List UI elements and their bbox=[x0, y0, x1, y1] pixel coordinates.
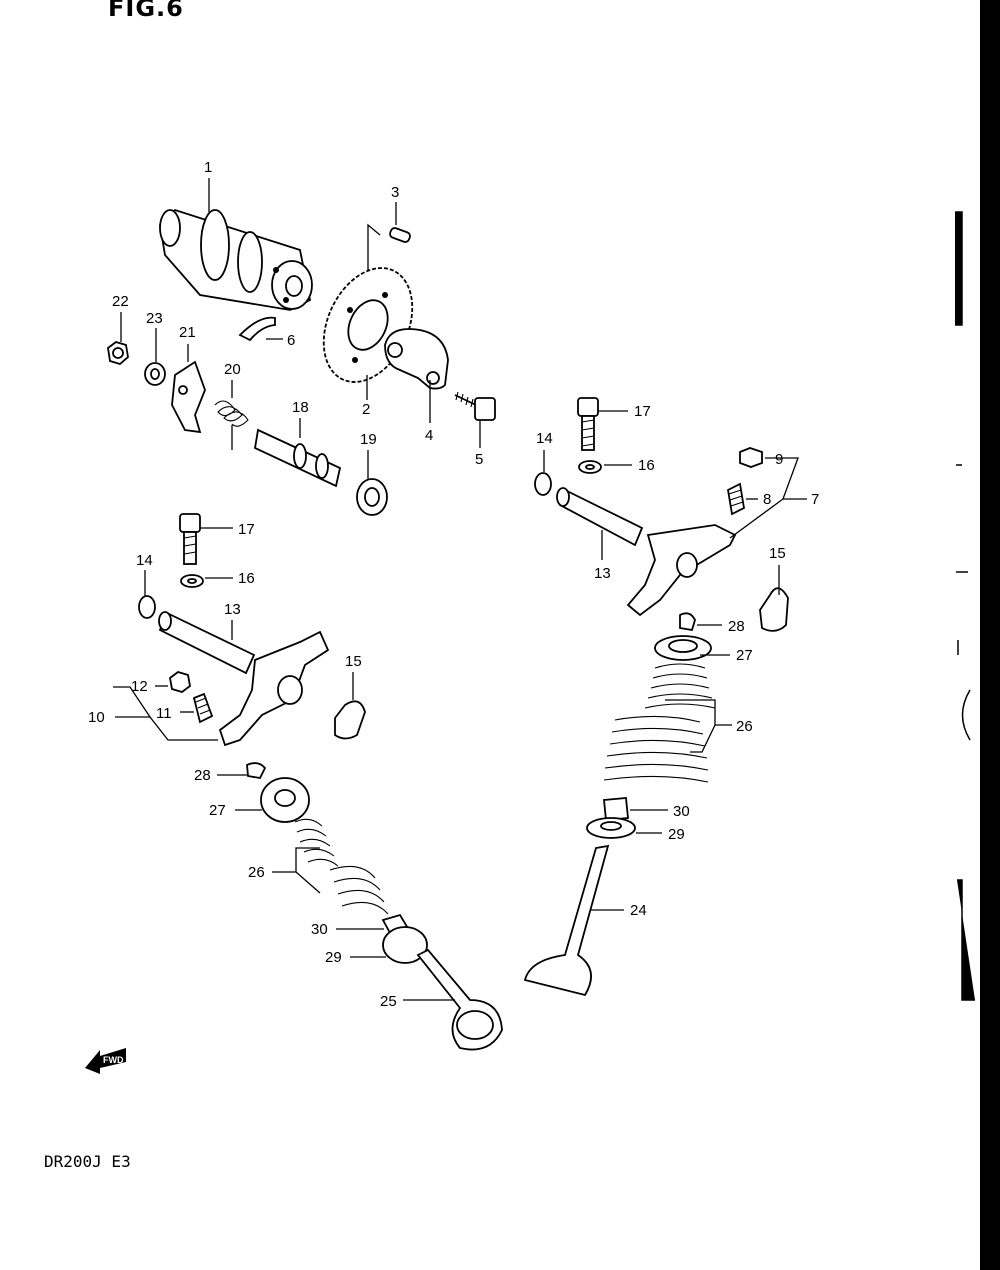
callout-3: 3 bbox=[391, 184, 399, 201]
callout-12: 12 bbox=[131, 678, 148, 695]
callout-18: 18 bbox=[292, 399, 309, 416]
washer-16-right-part bbox=[578, 460, 602, 474]
callout-26-right: 26 bbox=[736, 718, 753, 735]
callout-1: 1 bbox=[204, 159, 212, 176]
callout-7: 7 bbox=[811, 491, 819, 508]
callout-15-right: 15 bbox=[769, 545, 786, 562]
callout-27-left: 27 bbox=[209, 802, 226, 819]
rocker-arm-7-part bbox=[626, 524, 737, 617]
springs-26-right-part bbox=[603, 663, 716, 783]
callout-28-left: 28 bbox=[194, 767, 211, 784]
callout-23: 23 bbox=[146, 310, 163, 327]
callout-11: 11 bbox=[156, 705, 172, 722]
callout-10: 10 bbox=[88, 709, 105, 726]
callout-25: 25 bbox=[380, 993, 397, 1010]
retainer-27-right-part bbox=[654, 635, 712, 661]
cotter-28-right-part bbox=[679, 612, 696, 632]
callout-26-left: 26 bbox=[248, 864, 265, 881]
seat-29-right-part bbox=[586, 817, 636, 839]
scan-artifacts bbox=[955, 211, 975, 1001]
callout-22: 22 bbox=[112, 293, 129, 310]
retainer-27-left-part bbox=[260, 777, 310, 823]
callout-30-left: 30 bbox=[311, 921, 328, 938]
callout-24: 24 bbox=[630, 902, 647, 919]
callout-17-left: 17 bbox=[238, 521, 255, 538]
cam-retainer-part bbox=[238, 316, 276, 342]
decomp-shaft-part bbox=[254, 428, 342, 488]
bolt-17-right-part bbox=[577, 397, 599, 451]
model-code: DR200J E3 bbox=[44, 1152, 131, 1171]
leader-lines bbox=[113, 178, 807, 1001]
callout-29-left: 29 bbox=[325, 949, 342, 966]
decomp-spring-part bbox=[214, 400, 249, 450]
washer-23-part bbox=[144, 362, 166, 386]
fwd-label: FWD bbox=[103, 1055, 124, 1065]
figure-title: FIG.6 bbox=[108, 0, 184, 22]
callout-4: 4 bbox=[425, 427, 433, 444]
cotter-28-left-part bbox=[246, 762, 267, 779]
nut-12-part bbox=[169, 671, 191, 693]
seat-29-left-part bbox=[382, 926, 428, 964]
rocker-arm-10-part bbox=[218, 630, 330, 747]
scan-edge-border bbox=[980, 0, 1000, 1270]
gasket-15-left-part bbox=[334, 700, 366, 740]
callout-27-right: 27 bbox=[736, 647, 753, 664]
callout-19: 19 bbox=[360, 431, 377, 448]
callout-30-right: 30 bbox=[673, 803, 690, 820]
valve-25-part bbox=[416, 948, 503, 1051]
callout-13-left: 13 bbox=[224, 601, 241, 618]
callout-21: 21 bbox=[179, 324, 196, 341]
springs-26-left-part bbox=[294, 818, 389, 915]
adjuster-screw-11-part bbox=[192, 692, 214, 724]
gasket-15-right-part bbox=[759, 587, 789, 632]
rocker-shaft-13-right-part bbox=[556, 487, 644, 547]
callout-labels: 1 2 3 4 5 6 7 8 9 10 11 12 13 13 14 14 1… bbox=[88, 159, 819, 1010]
callout-15-left: 15 bbox=[345, 653, 362, 670]
oring-14-left-part bbox=[138, 595, 156, 619]
nut-22-part bbox=[107, 341, 129, 366]
rocker-shaft-13-left-part bbox=[158, 611, 256, 675]
washer-16-left-part bbox=[180, 574, 204, 588]
callout-9: 9 bbox=[775, 451, 783, 468]
callout-14-right: 14 bbox=[536, 430, 553, 447]
fwd-arrow-icon: FWD bbox=[85, 1048, 126, 1074]
callout-28-right: 28 bbox=[728, 618, 745, 635]
adjuster-screw-8-part bbox=[727, 482, 745, 516]
callout-14-left: 14 bbox=[136, 552, 153, 569]
nut-9-part bbox=[739, 447, 763, 468]
callout-2: 2 bbox=[362, 401, 370, 418]
callout-16-right: 16 bbox=[638, 457, 655, 474]
dowel-pin-part bbox=[389, 227, 411, 243]
callout-13-right: 13 bbox=[594, 565, 611, 582]
seal-30-right-part bbox=[603, 797, 629, 821]
callout-8: 8 bbox=[763, 491, 771, 508]
callout-29-right: 29 bbox=[668, 826, 685, 843]
camshaft-part bbox=[159, 208, 313, 311]
decomp-lever-part bbox=[171, 360, 206, 434]
bearing-part bbox=[356, 478, 388, 516]
valve-24-part bbox=[523, 844, 610, 997]
sprocket-bolt-part bbox=[454, 391, 496, 421]
callout-17-right: 17 bbox=[634, 403, 651, 420]
callout-20: 20 bbox=[224, 361, 241, 378]
sprocket-plate-part bbox=[384, 328, 449, 390]
callout-5: 5 bbox=[475, 451, 483, 468]
callout-6: 6 bbox=[287, 332, 295, 349]
callout-16-left: 16 bbox=[238, 570, 255, 587]
bolt-17-left-part bbox=[179, 513, 201, 565]
oring-14-right-part bbox=[534, 472, 552, 496]
